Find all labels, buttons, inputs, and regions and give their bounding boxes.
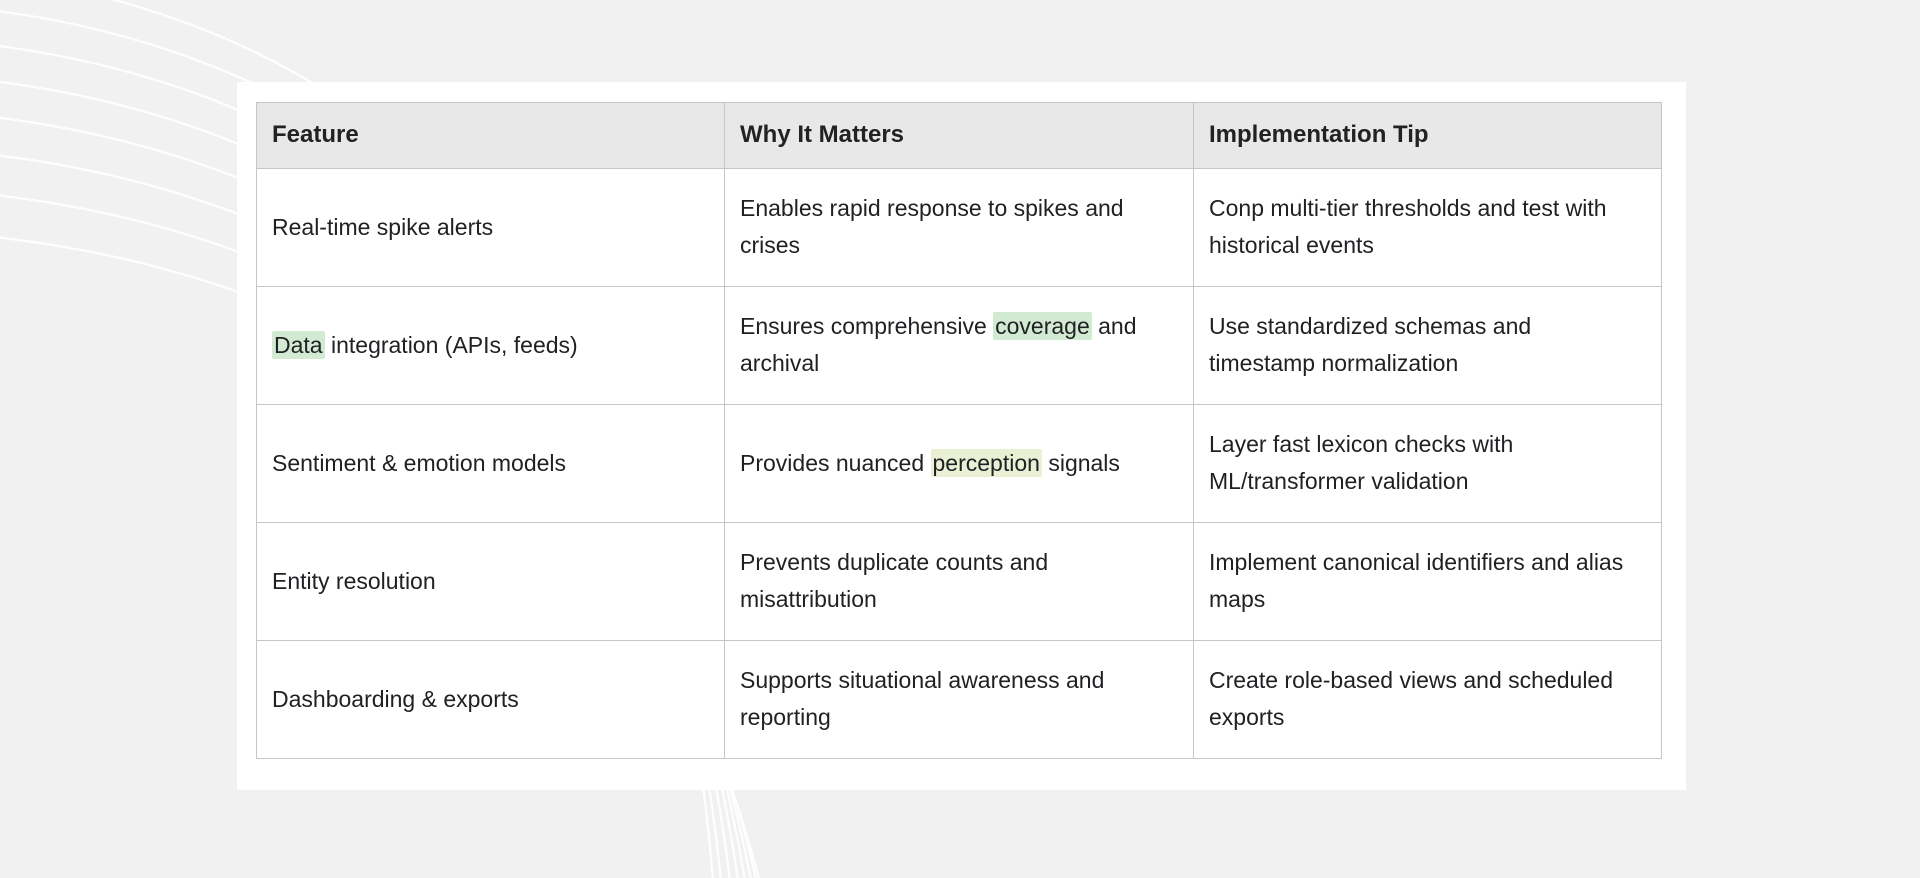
highlighted-term: coverage (993, 312, 1092, 341)
cell-tip: Use standardized schemas and timestamp n… (1193, 285, 1662, 405)
cell-feature: Sentiment & emotion models (256, 403, 725, 523)
table-row: Dashboarding & exports Supports situatio… (256, 639, 1662, 759)
cell-why: Provides nuanced perception signals (724, 403, 1194, 523)
cell-tip: Conp multi-tier thresholds and test with… (1193, 167, 1662, 287)
table-header: Feature Why It Matters Implementation Ti… (256, 102, 1662, 169)
column-header-implementation-tip: Implementation Tip (1193, 102, 1662, 169)
table-row: Data integration (APIs, feeds) Ensures c… (256, 285, 1662, 405)
feature-comparison-table: Feature Why It Matters Implementation Ti… (256, 102, 1662, 759)
cell-tip: Layer fast lexicon checks with ML/transf… (1193, 403, 1662, 523)
cell-feature: Data integration (APIs, feeds) (256, 285, 725, 405)
cell-tip: Implement canonical identifiers and alia… (1193, 521, 1662, 641)
table-row: Sentiment & emotion models Provides nuan… (256, 403, 1662, 523)
column-header-feature: Feature (256, 102, 725, 169)
cell-why: Prevents duplicate counts and misattribu… (724, 521, 1194, 641)
table-row: Real-time spike alerts Enables rapid res… (256, 167, 1662, 287)
column-header-why-it-matters: Why It Matters (724, 102, 1194, 169)
cell-why: Enables rapid response to spikes and cri… (724, 167, 1194, 287)
cell-why: Supports situational awareness and repor… (724, 639, 1194, 759)
cell-feature: Real-time spike alerts (256, 167, 725, 287)
highlighted-term: Data (272, 330, 325, 359)
cell-tip: Create role-based views and scheduled ex… (1193, 639, 1662, 759)
content-card: Feature Why It Matters Implementation Ti… (237, 82, 1686, 790)
table-header-row: Feature Why It Matters Implementation Ti… (256, 102, 1662, 169)
table-body: Real-time spike alerts Enables rapid res… (256, 167, 1662, 759)
cell-feature: Entity resolution (256, 521, 725, 641)
cell-feature: Dashboarding & exports (256, 639, 725, 759)
table-row: Entity resolution Prevents duplicate cou… (256, 521, 1662, 641)
highlighted-term: perception (930, 448, 1042, 477)
cell-why: Ensures comprehensive coverage and archi… (724, 285, 1194, 405)
